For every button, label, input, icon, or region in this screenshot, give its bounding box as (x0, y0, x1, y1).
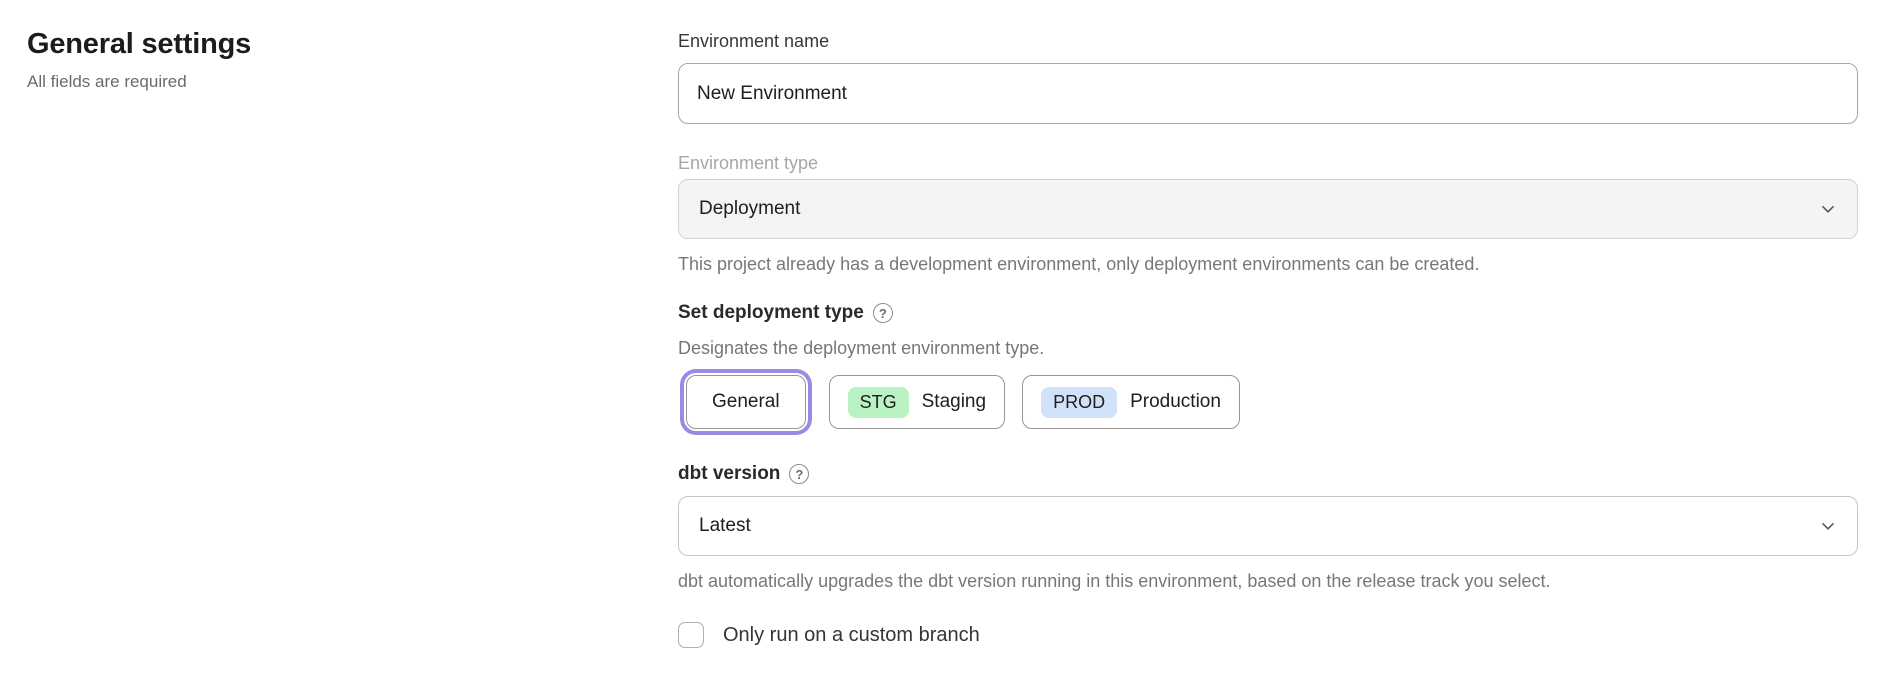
help-icon[interactable]: ? (872, 303, 893, 323)
dbt-version-label: dbt version (678, 463, 781, 484)
deployment-type-option-staging[interactable]: STG Staging (828, 375, 1006, 429)
deployment-type-option-production[interactable]: PROD Production (1022, 375, 1240, 429)
environment-type-helper: This project already has a development e… (678, 254, 1480, 274)
custom-branch-checkbox[interactable] (678, 622, 704, 648)
environment-name-input[interactable] (678, 63, 1858, 124)
environment-name-label: Environment name (678, 31, 830, 51)
help-icon[interactable]: ? (789, 464, 810, 484)
deployment-type-option-general[interactable]: General (686, 375, 806, 429)
page-title: General settings (27, 28, 252, 60)
chevron-down-icon (1819, 200, 1837, 218)
deployment-type-label: Set deployment type (678, 302, 864, 323)
environment-form: Environment name Environment type Deploy… (678, 0, 1858, 648)
settings-intro: General settings All fields are required (0, 0, 678, 648)
environment-type-label: Environment type (678, 153, 819, 173)
custom-branch-row: Only run on a custom branch (678, 622, 1858, 648)
staging-badge: STG (847, 386, 909, 418)
environment-type-select: Deployment (678, 179, 1858, 239)
environment-type-value: Deployment (699, 198, 801, 219)
custom-branch-label[interactable]: Only run on a custom branch (723, 623, 980, 646)
dbt-version-select[interactable]: Latest (678, 496, 1858, 556)
deployment-type-option-label: Staging (921, 391, 987, 412)
general-settings-page: General settings All fields are required… (0, 0, 1858, 648)
chevron-down-icon (1819, 517, 1837, 535)
deployment-type-helper: Designates the deployment environment ty… (678, 338, 1045, 358)
dbt-version-value: Latest (699, 515, 751, 536)
dbt-version-helper: dbt automatically upgrades the dbt versi… (678, 571, 1551, 591)
page-subtitle: All fields are required (27, 72, 187, 91)
deployment-type-options: General STG Staging PROD Production (678, 375, 1858, 429)
production-badge: PROD (1041, 386, 1118, 418)
deployment-type-option-label: Production (1130, 391, 1221, 412)
deployment-type-option-label: General (712, 391, 780, 412)
